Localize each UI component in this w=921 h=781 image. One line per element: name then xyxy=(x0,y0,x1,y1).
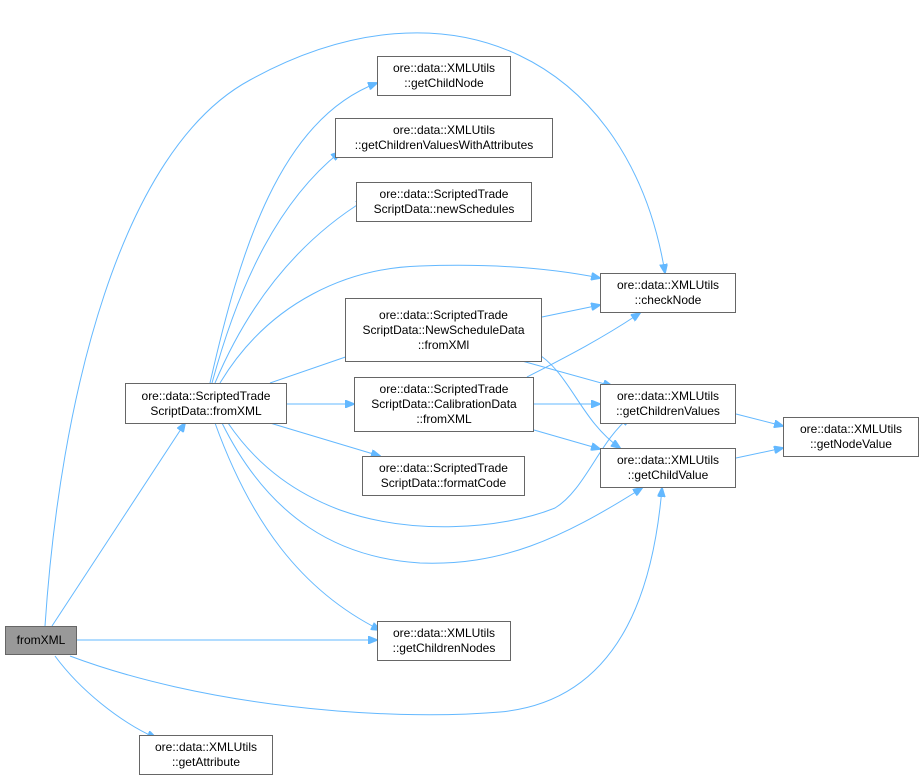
node-label: ore::data::XMLUtils xyxy=(392,123,496,137)
node-label: ore::data::ScriptedTrade xyxy=(379,187,509,201)
node-label: ore::data::ScriptedTrade xyxy=(379,307,508,322)
node-fromxml-root[interactable]: fromXML xyxy=(5,626,77,655)
node-label: ore::data::ScriptedTrade xyxy=(379,382,509,396)
edge-getChildrenValues-getNodeValue xyxy=(735,413,783,426)
edge-root-checkNode xyxy=(44,32,665,627)
node-getnodevalue[interactable]: ore::data::XMLUtils::getNodeValue xyxy=(783,417,919,457)
edge-root-getChildValue xyxy=(69,488,662,716)
node-getchildrenvalues[interactable]: ore::data::XMLUtils::getChildrenValues xyxy=(600,384,736,424)
node-label: ::getChildNode xyxy=(404,76,484,90)
edge-getChildValue-getNodeValue xyxy=(735,448,783,459)
node-label: ore::data::XMLUtils xyxy=(616,453,720,467)
edge-calibrationData-getChildValue xyxy=(533,429,600,449)
node-label: ore::data::ScriptedTrade xyxy=(379,461,508,475)
node-getattribute[interactable]: ore::data::XMLUtils::getAttribute xyxy=(139,735,273,775)
node-label: ::getChildrenNodes xyxy=(392,641,496,655)
edge-main-getChildrenNodes xyxy=(214,422,380,630)
node-getchildrennodes[interactable]: ore::data::XMLUtils::getChildrenNodes xyxy=(377,621,511,661)
node-label: ::fromXML xyxy=(416,412,472,426)
node-label: ore::data::XMLUtils xyxy=(392,61,496,75)
node-label: ore::data::XMLUtils xyxy=(616,389,720,403)
node-label: ScriptData::newSchedules xyxy=(373,202,515,216)
node-label: ore::data::ScriptedTrade xyxy=(141,388,271,403)
edge-main-getChildrenValues xyxy=(227,417,630,528)
edge-main-newSchedules xyxy=(214,200,365,384)
node-checknode[interactable]: ore::data::XMLUtils::checkNode xyxy=(600,273,736,313)
node-label: ::getChildrenValues xyxy=(616,404,720,418)
edge-main-getChildNode xyxy=(209,83,377,384)
node-label: ScriptData::NewScheduleData xyxy=(362,322,525,337)
edge-newScheduleData-checkNode xyxy=(541,305,600,318)
node-getchildnode[interactable]: ore::data::XMLUtils::getChildNode xyxy=(377,56,511,96)
node-label: ScriptData::fromXML xyxy=(150,403,262,418)
node-label: ::getChildValue xyxy=(627,468,709,482)
node-label: ::getNodeValue xyxy=(810,437,892,451)
node-label: ScriptData::CalibrationData xyxy=(371,397,517,411)
edge-main-getChildrenValuesWithAttributes xyxy=(211,152,340,384)
edge-newScheduleData-getChildrenValues xyxy=(521,360,612,386)
node-label: ore::data::XMLUtils xyxy=(154,740,258,754)
edge-main-getChildValue xyxy=(221,422,642,564)
node-getchildrenvalueswithattributes[interactable]: ore::data::XMLUtils::getChildrenValuesWi… xyxy=(335,118,553,158)
node-label: ::getAttribute xyxy=(171,755,241,769)
edge-newScheduleData-getChildValue xyxy=(534,351,620,448)
edge-root-getAttribute xyxy=(54,655,156,738)
node-label: ::fromXMl xyxy=(417,337,470,352)
node-label: ::getChildrenValuesWithAttributes xyxy=(354,138,534,152)
node-label: ore::data::XMLUtils xyxy=(616,278,720,292)
edge-root-main xyxy=(51,423,185,627)
node-label: ::checkNode xyxy=(634,293,702,307)
node-label: ore::data::XMLUtils xyxy=(799,422,903,436)
node-getchildvalue[interactable]: ore::data::XMLUtils::getChildValue xyxy=(600,448,736,488)
edge-main-formatCode xyxy=(269,422,380,456)
edge-main-checkNode xyxy=(219,264,600,384)
node-label: ore::data::XMLUtils xyxy=(392,626,496,640)
node-label: ScriptData::formatCode xyxy=(380,476,507,490)
edge-calibrationData-checkNode xyxy=(526,313,640,378)
node-label: fromXML xyxy=(16,633,66,647)
